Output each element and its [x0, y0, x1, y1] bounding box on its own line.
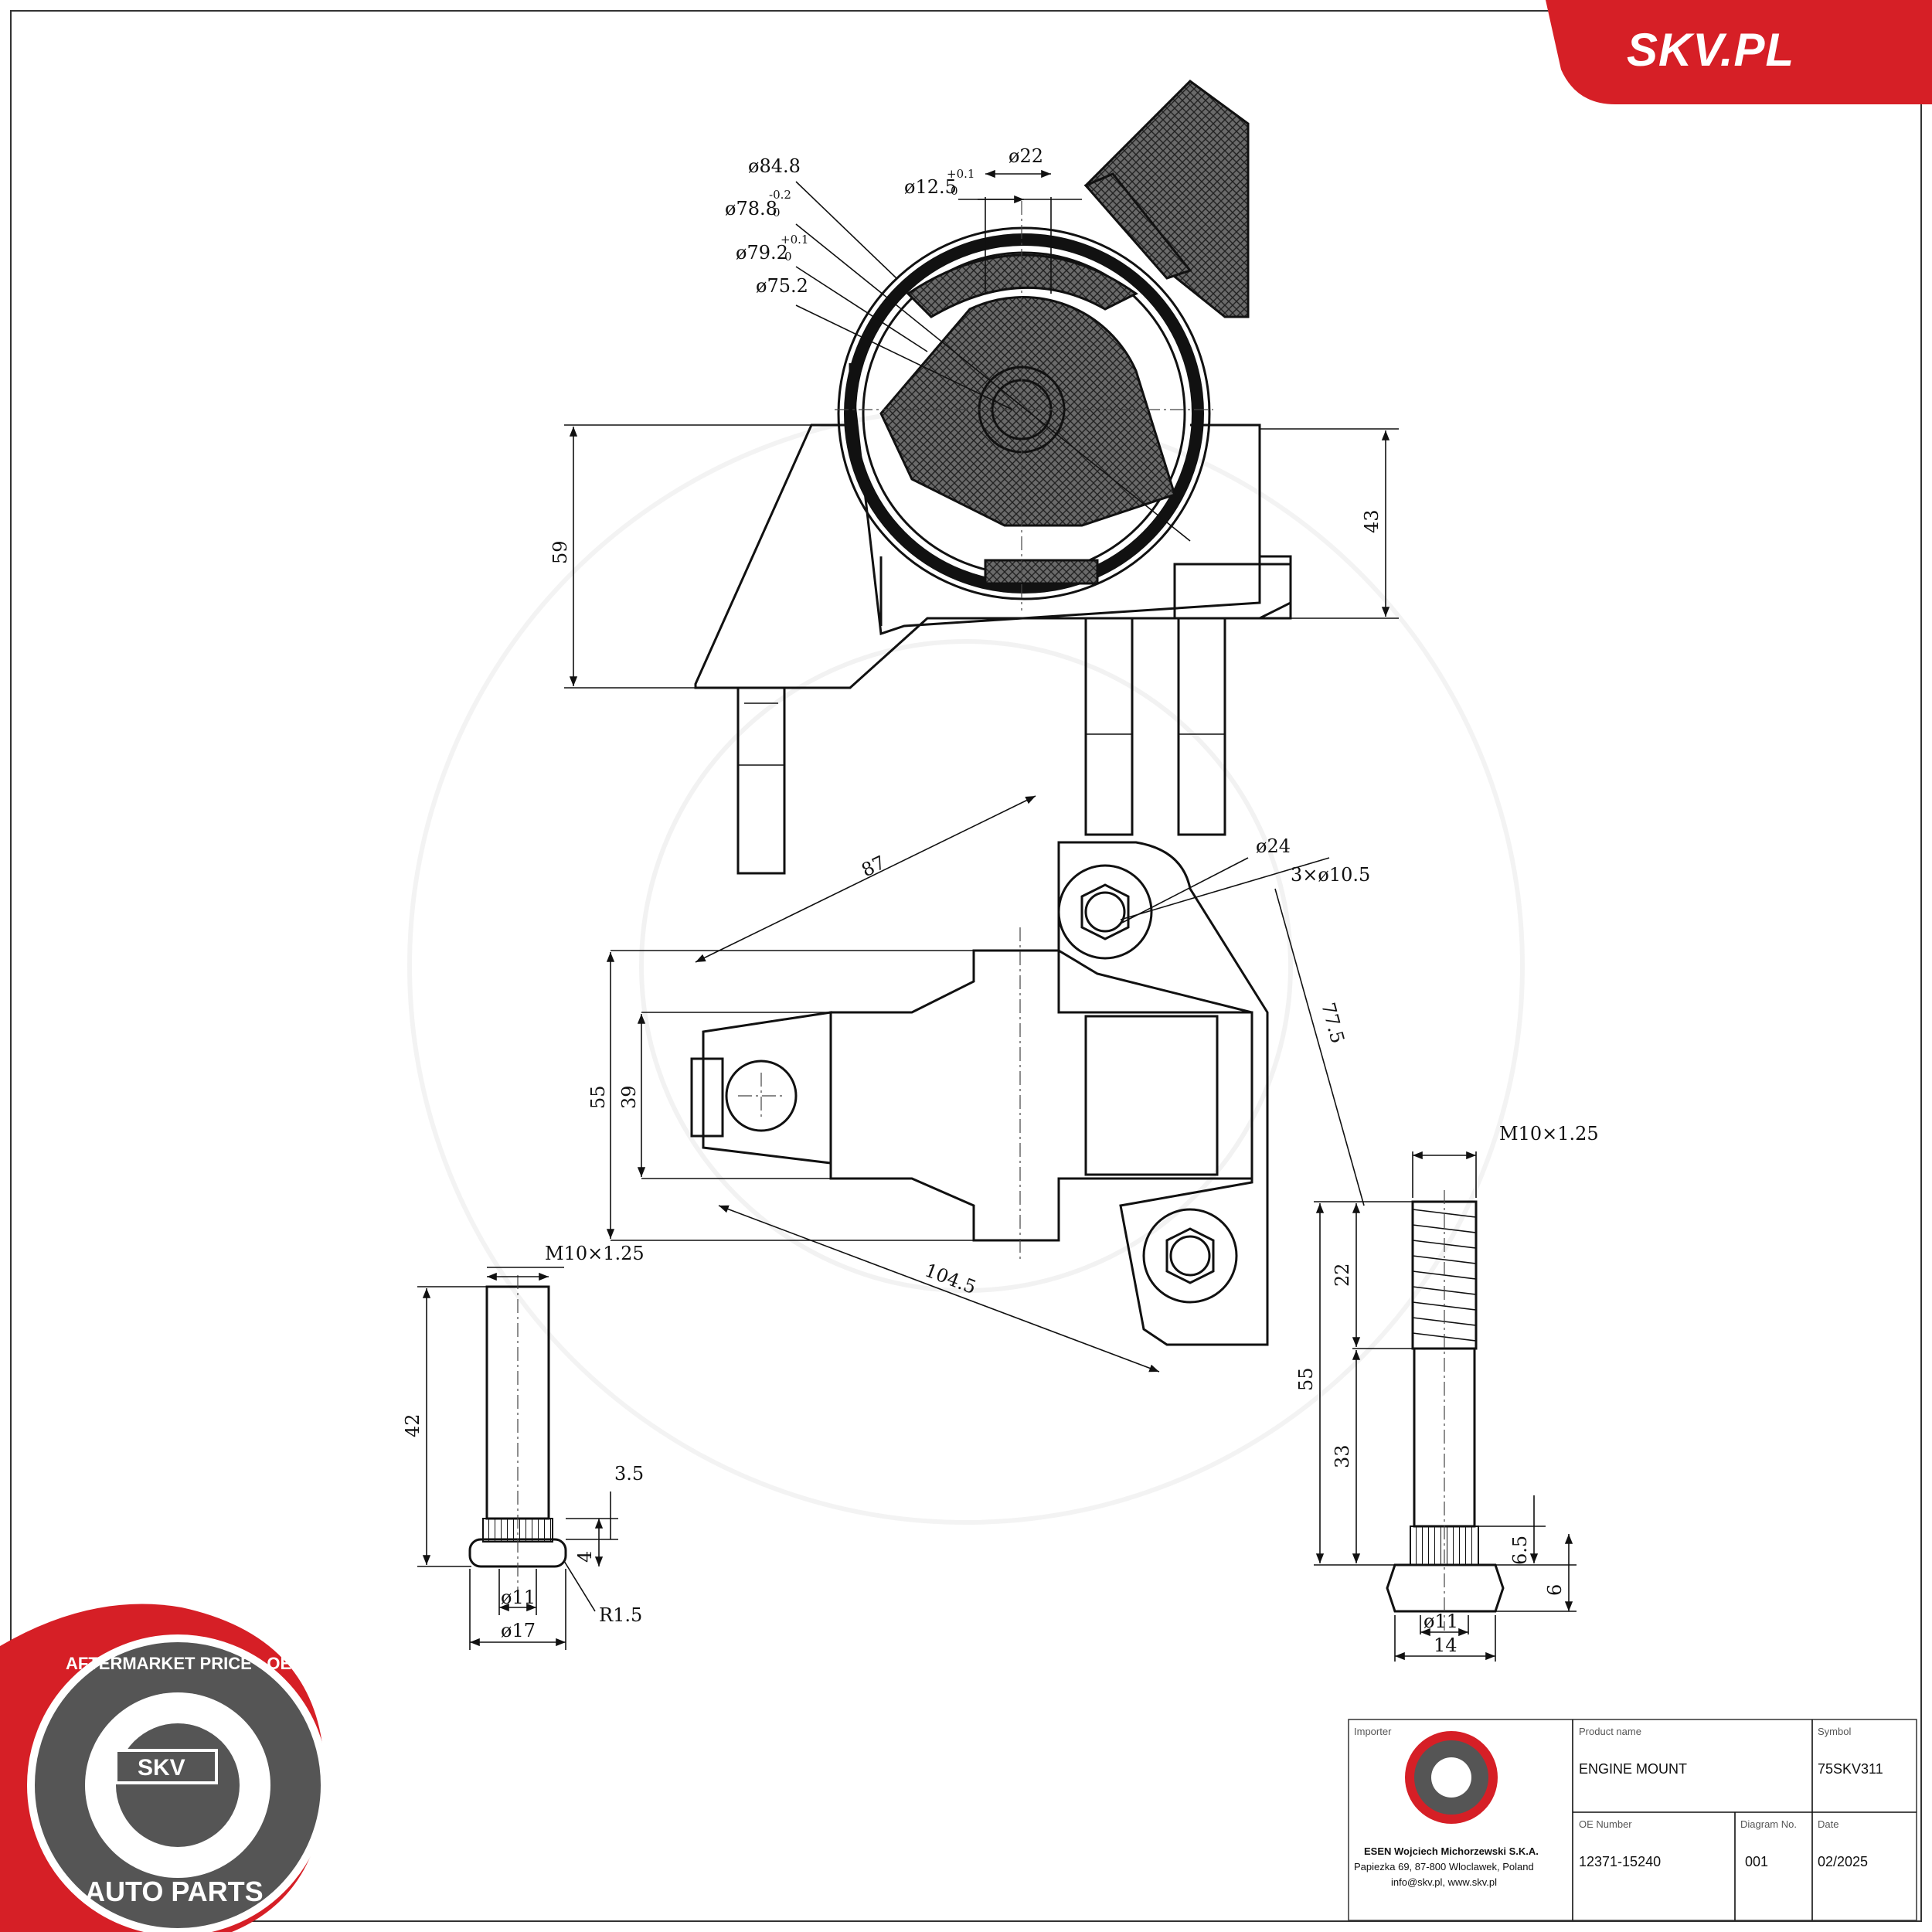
tb-date-label: Date	[1818, 1818, 1838, 1830]
dim-h55-plan: 55	[587, 1085, 609, 1109]
stamp-bottom-text: AUTO PARTS	[85, 1876, 264, 1907]
tb-company-line3: info@skv.pl, www.skv.pl	[1391, 1876, 1497, 1888]
tb-product-label: Product name	[1579, 1726, 1641, 1737]
brand-corner: SKV.PL	[1546, 0, 1932, 104]
right-bolt-l33: 33	[1332, 1444, 1353, 1468]
right-bolt-l55: 55	[1295, 1367, 1317, 1391]
tb-diagram-label: Diagram No.	[1740, 1818, 1797, 1830]
dim-h43: 43	[1361, 509, 1383, 533]
stamp-ring-text: AFTERMARKET PRICE - OE QUALITY	[66, 1654, 371, 1673]
title-block: Importer Product name ENGINE MOUNT Symbo…	[1348, 1719, 1917, 1921]
dim-d84-8: ø84.8	[748, 155, 801, 177]
tb-oe-value: 12371-15240	[1579, 1854, 1661, 1869]
left-bolt-d17: ø17	[501, 1620, 536, 1641]
dim-d79-2-tol-top: +0.1	[781, 233, 808, 247]
right-bolt-w14: 14	[1434, 1634, 1458, 1656]
tb-company-line2: Papiezka 69, 87-800 Wloclawek, Poland	[1354, 1861, 1534, 1872]
right-bolt-d11: ø11	[1423, 1611, 1458, 1632]
dim-d78-8-tol-top: -0.2	[769, 188, 791, 202]
dim-h59: 59	[549, 540, 571, 564]
right-bolt-thread: M10×1.25	[1499, 1123, 1599, 1145]
dim-h39: 39	[618, 1085, 640, 1109]
right-bolt-h6-5: 6.5	[1509, 1536, 1531, 1565]
tb-company-line1: ESEN Wojciech Michorzewski S.K.A.	[1364, 1845, 1539, 1857]
dim-l77-5: 77.5	[1317, 1000, 1349, 1046]
skv-stamp-logo: SKV AFTERMARKET PRICE - OE QUALITY AUTO …	[0, 1604, 371, 1932]
dim-d78-8-tol-bot: 0	[773, 206, 781, 219]
dim-d12-5-tol-top: +0.1	[947, 167, 975, 181]
tb-product-value: ENGINE MOUNT	[1579, 1761, 1687, 1777]
dim-d22: ø22	[1009, 145, 1043, 167]
dim-l87: 87	[858, 852, 889, 882]
dim-d24: ø24	[1256, 835, 1291, 857]
left-bolt-l42: 42	[402, 1413, 423, 1437]
tb-logo	[1405, 1731, 1498, 1824]
page-border	[10, 10, 1922, 1922]
dim-holes: 3×ø10.5	[1291, 864, 1370, 886]
dim-d12-5: ø12.5	[904, 176, 957, 198]
top-view: ø84.8 ø78.8 -0.2 0 ø79.2 +0.1 0 ø75.2 ø1…	[549, 80, 1399, 875]
brand-site-text: SKV.PL	[1627, 24, 1794, 76]
dim-d79-2-tol-bot: 0	[784, 250, 792, 264]
tb-symbol-label: Symbol	[1818, 1726, 1851, 1737]
top-view-studs	[736, 617, 1226, 875]
tb-date-value: 02/2025	[1818, 1854, 1868, 1869]
left-bolt-r1-5: R1.5	[599, 1604, 642, 1626]
tb-oe-label: OE Number	[1579, 1818, 1632, 1830]
left-bolt: M10×1.25 42 3.5 4 ø11 ø17 R1.5	[402, 1243, 645, 1650]
tb-symbol-value: 75SKV311	[1818, 1761, 1883, 1777]
dim-d79-2: ø79.2	[736, 242, 788, 264]
right-bolt: M10×1.25 22 55 33 6.5 6 ø11 14	[1295, 1123, 1599, 1662]
dim-d12-5-tol-bot: 0	[951, 184, 958, 198]
dim-d75-2: ø75.2	[756, 275, 808, 297]
left-bolt-thread: M10×1.25	[545, 1243, 645, 1264]
dim-d78-8: ø78.8	[725, 198, 777, 219]
tb-importer-label: Importer	[1354, 1726, 1392, 1737]
plan-view: 87 ø24 3×ø10.5 77.5 55 39 104.5	[587, 795, 1370, 1372]
right-bolt-l22: 22	[1332, 1263, 1353, 1287]
stamp-center-text: SKV	[138, 1755, 185, 1781]
tb-diagram-value: 001	[1745, 1854, 1768, 1869]
left-bolt-d11: ø11	[501, 1587, 536, 1608]
left-bolt-h3-5: 3.5	[614, 1463, 644, 1485]
left-bolt-h4: 4	[574, 1551, 596, 1563]
right-bolt-h6: 6	[1544, 1584, 1566, 1596]
